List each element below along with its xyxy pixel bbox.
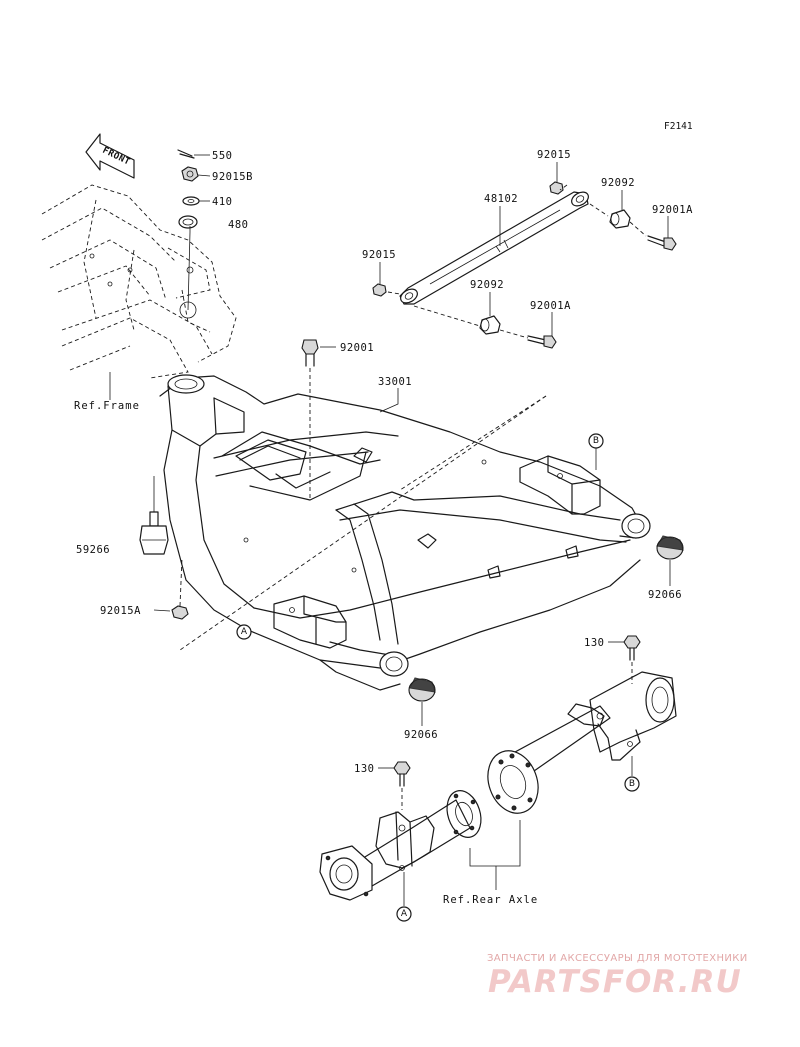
stopper-59266-icon	[139, 511, 169, 555]
part-label-48102: 48102	[484, 193, 518, 205]
marker-a-frame: A	[236, 624, 252, 640]
part-label-130-right: 130	[584, 637, 604, 649]
marker-b-frame: B	[588, 433, 604, 470]
part-label-92001a-top: 92001A	[652, 204, 693, 216]
bolt-130-right-icon	[623, 635, 641, 661]
diagram-code: F2141	[664, 121, 693, 132]
cap-92066-right-icon	[656, 535, 684, 560]
swing-arm-33001	[159, 374, 651, 691]
marker-b-axle: B	[624, 776, 640, 792]
part-label-59266: 59266	[76, 544, 110, 556]
part-label-92015-left: 92015	[362, 249, 396, 261]
axle-housing-right	[487, 671, 677, 814]
axle-housing-left	[319, 790, 482, 901]
cap-92066-left-icon	[408, 677, 436, 702]
part-label-92066-left: 92066	[404, 729, 438, 741]
part-label-33001: 33001	[378, 376, 412, 388]
nut-92015b-icon	[181, 166, 199, 182]
ring-480-icon	[178, 215, 198, 229]
nut-92015-top-icon	[549, 181, 564, 195]
svg-text:B: B	[629, 779, 635, 789]
part-label-92015b: 92015B	[212, 171, 253, 183]
part-label-410: 410	[212, 196, 232, 208]
part-label-92092-top: 92092	[601, 177, 635, 189]
part-label-92015-top: 92015	[537, 149, 571, 161]
front-arrow-icon: FRONT	[85, 133, 135, 179]
cotter-pin-550	[177, 149, 195, 159]
nut-92015-left-icon	[372, 283, 387, 297]
reference-frame-section	[41, 184, 237, 379]
watermark-tagline: ЗАПЧАСТИ И АКСЕССУАРЫ ДЛЯ МОТОТЕХНИКИ	[487, 953, 748, 964]
part-label-92001a-mid: 92001A	[530, 300, 571, 312]
collar-92092-top-icon	[609, 209, 631, 229]
collar-92092-mid-icon	[479, 315, 501, 335]
watermark-logo: PARTSFOR.RU	[488, 964, 742, 1000]
bolt-92001-icon	[301, 339, 319, 367]
part-label-92066-right: 92066	[648, 589, 682, 601]
part-label-92015a: 92015A	[100, 605, 141, 617]
bolt-92001a-top-icon	[647, 235, 677, 251]
part-label-480: 480	[228, 219, 248, 231]
part-label-92001: 92001	[340, 342, 374, 354]
bolt-130-left-icon	[393, 761, 411, 787]
link-rod-48102	[399, 191, 589, 305]
ref-frame-label: Ref.Frame	[74, 400, 140, 412]
svg-text:B: B	[593, 436, 599, 446]
part-label-92092-mid: 92092	[470, 279, 504, 291]
svg-text:A: A	[401, 909, 408, 919]
marker-a-axle: A	[396, 906, 412, 922]
nut-92015a-icon	[171, 605, 189, 620]
washer-410-icon	[182, 196, 200, 206]
bolt-92001a-mid-icon	[527, 335, 557, 349]
part-label-550: 550	[212, 150, 232, 162]
part-label-130-left: 130	[354, 763, 374, 775]
svg-text:A: A	[241, 627, 248, 637]
ref-rear-axle-label: Ref.Rear Axle	[443, 894, 538, 906]
